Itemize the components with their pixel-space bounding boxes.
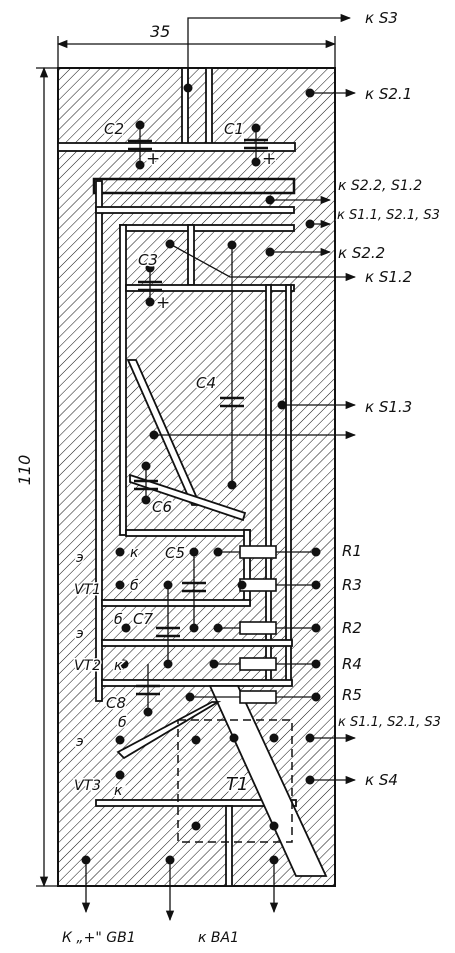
label-to-s4: к S4	[365, 771, 398, 789]
label-c7: C7	[133, 610, 153, 628]
label-to-s2-2: к S2.2	[338, 244, 385, 262]
pin-vt3-e: э	[76, 734, 84, 750]
label-vt1: VT1	[74, 582, 101, 598]
label-c2: C2	[104, 120, 124, 138]
label-to-gb1: К „+" GB1	[62, 930, 136, 946]
label-vt3: VT3	[74, 778, 101, 794]
resistor-r2-body	[239, 621, 277, 635]
connection-leaders	[81, 13, 357, 922]
label-c8: C8	[106, 694, 126, 712]
label-r1: R1	[342, 542, 362, 560]
polarity-c3: +	[156, 293, 170, 313]
label-t1: T1	[226, 774, 248, 795]
label-c5: C5	[165, 544, 185, 562]
label-c3: C3	[138, 251, 158, 269]
label-to-s3: к S3	[365, 9, 398, 27]
pin-vt2-b: б	[114, 612, 123, 628]
pin-vt2-k: к	[114, 658, 123, 674]
pin-vt1-k: к	[130, 545, 139, 561]
pin-vt1-b: б	[130, 578, 139, 594]
width-dimension: 35	[150, 22, 170, 41]
pin-vt3-b: б	[118, 715, 127, 731]
label-c4: C4	[196, 374, 216, 392]
label-r3: R3	[342, 576, 362, 594]
label-to-s2-1: к S2.1	[365, 85, 412, 103]
label-to-s1-1-s2-1-s3-top: к S1.1, S2.1, S3	[337, 208, 440, 223]
capacitor-plates	[128, 138, 268, 696]
label-to-s1-2: к S1.2	[365, 268, 412, 286]
dimension-lines	[36, 36, 337, 888]
t1-outline	[177, 719, 293, 843]
solder-pads	[81, 83, 321, 865]
label-c6: C6	[152, 498, 172, 516]
resistor-r1-body	[239, 545, 277, 559]
label-r2: R2	[342, 619, 362, 637]
pin-vt3-k: к	[114, 783, 123, 799]
label-to-s2-2-s1-2: к S2.2, S1.2	[338, 178, 422, 194]
resistors	[239, 545, 277, 704]
height-dimension: 110	[15, 455, 34, 486]
pin-vt2-e: э	[76, 626, 84, 642]
pin-vt1-e: э	[76, 550, 84, 566]
label-to-ba1: к BA1	[198, 930, 239, 946]
label-r4: R4	[342, 655, 362, 673]
label-to-s1-3: к S1.3	[365, 398, 412, 416]
resistor-r5-body	[239, 690, 277, 704]
label-vt2: VT2	[74, 658, 101, 674]
label-c1: C1	[224, 120, 244, 138]
label-to-s1-1-s2-1-s3-bottom: к S1.1, S2.1, S3	[338, 715, 441, 730]
polarity-c2: +	[146, 149, 160, 169]
label-r5: R5	[342, 686, 362, 704]
resistor-r4-body	[239, 657, 277, 671]
diagonal-tracks	[116, 359, 328, 877]
polarity-c1: +	[262, 149, 276, 169]
